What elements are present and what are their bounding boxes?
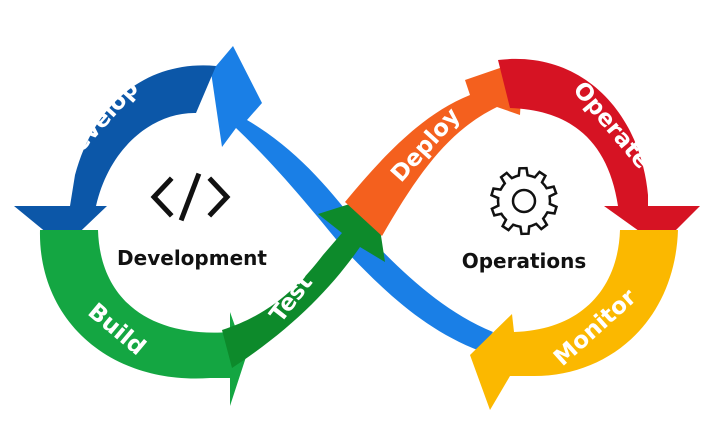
develop-segment <box>14 65 216 247</box>
plan-segment <box>211 46 493 351</box>
monitor-segment <box>470 230 678 410</box>
code-brackets-icon <box>150 172 231 222</box>
development-label: Development <box>117 246 267 270</box>
gear-icon <box>489 166 559 236</box>
test-segment <box>222 196 385 368</box>
deploy-segment <box>345 60 523 236</box>
operate-segment <box>498 58 700 247</box>
operations-label: Operations <box>462 249 587 273</box>
build-segment <box>39 230 246 406</box>
